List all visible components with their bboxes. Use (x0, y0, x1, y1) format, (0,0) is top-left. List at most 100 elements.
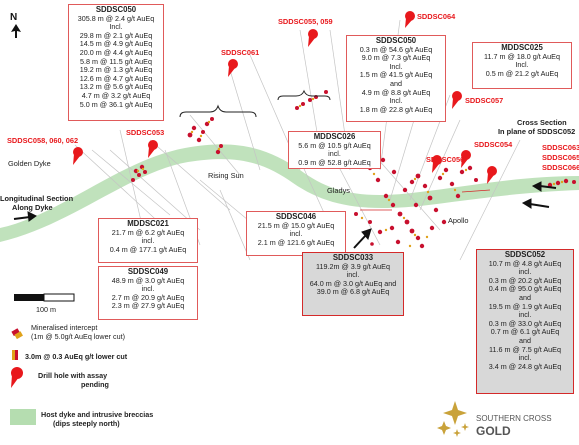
legend-lower-cut-icon (12, 350, 18, 360)
callout-row: and (519, 335, 531, 345)
callout-row: 2.3 m @ 27.9 g/t AuEq (111, 301, 185, 311)
callout-row: 20.0 m @ 4.4 g/t AuEq (79, 47, 153, 57)
drill-traces (74, 19, 521, 271)
callout-row: 39.0 m @ 6.8 g/t AuEq (316, 287, 390, 297)
label-longitudinal-section-1: Longitudinal Section (0, 194, 74, 203)
label-golden-dyke: Golden Dyke (8, 159, 51, 168)
callout-row: incl. (518, 310, 532, 320)
callout-row: 3.4 m @ 24.8 g/t AuEq (488, 361, 562, 371)
legend-dyke-line1: Host dyke and intrusive breccias (41, 410, 154, 419)
callout-row: 1.5 m @ 41.5 g/t AuEq (359, 70, 433, 80)
pin-sddsc056 (432, 155, 442, 173)
callout-title: SDDSC033 (332, 253, 374, 262)
callout-row: 0.3 m @ 54.6 g/t AuEq (359, 44, 433, 54)
pin-sddsc061 (228, 59, 238, 77)
callout-row: 0.7 m @ 6.1 g/t AuEq (490, 327, 560, 337)
label-cross-section-2: In plane of SDDSC052 (498, 127, 576, 136)
scale-label: 100 m (36, 305, 56, 314)
section-arrows (13, 181, 557, 249)
callout-row: 29.8 m @ 2.1 g/t AuEq (79, 30, 153, 40)
callout-row: 21.7 m @ 6.2 g/t AuEq (111, 227, 185, 237)
drill-hole-pins (73, 11, 497, 184)
callout-row: 2.1 m @ 121.6 g/t AuEq (257, 237, 335, 247)
callout-row: 14.5 m @ 4.9 g/t AuEq (79, 39, 153, 49)
label-sddsc066: SDDSC066 (542, 163, 579, 172)
label-gladys: Gladys (327, 186, 351, 195)
label-longitudinal-section-2: Along Dyke (12, 203, 53, 212)
legend-drill-line1: Drill hole with assay (38, 371, 108, 380)
pin-sddsc055 (308, 29, 318, 47)
callout-row: 0.5 m @ 21.2 g/t AuEq (485, 68, 559, 78)
callout-row: 0.4 m @ 95.0 g/t AuEq (488, 284, 562, 294)
callout-row: 5.0 m @ 36.1 g/t AuEq (79, 99, 153, 109)
legend-intercept-line2: (1m @ 5.0g/t AuEq lower cut) (31, 332, 125, 341)
callout-row: and (390, 78, 402, 88)
callout-title: SDDSC052 (504, 250, 546, 259)
callout-title: SDDSC050 (95, 5, 137, 14)
label-sddsc054: SDDSC054 (474, 140, 513, 149)
callout-row: 13.2 m @ 5.6 g/t AuEq (79, 82, 153, 92)
southern-cross-logo-icon (437, 401, 469, 437)
label-cross-section-1: Cross Section (517, 118, 567, 127)
callout-title: SDDSC046 (275, 212, 317, 221)
callout-row: incl. (518, 267, 532, 277)
callout-row: 11.7 m @ 18.0 g/t AuEq (484, 51, 560, 61)
callout-row: 9.0 m @ 7.3 g/t AuEq (361, 53, 431, 63)
label-rising-sun: Rising Sun (208, 171, 244, 180)
callout-row: 4.7 m @ 3.2 g/t AuEq (81, 90, 151, 100)
mineralised-intercepts (131, 90, 576, 249)
callout-row: incl. (289, 229, 303, 239)
callout-row: 5.8 m @ 11.5 g/t AuEq (80, 56, 152, 66)
callout-row: 12.6 m @ 4.7 g/t AuEq (79, 73, 153, 83)
callout-row: 21.5 m @ 15.0 g/t AuEq (257, 220, 335, 230)
callout-row: 11.6 m @ 7.5 g/t AuEq (489, 344, 561, 354)
legend-dyke-line2: (dips steeply north) (53, 419, 120, 428)
label-sddsc063: SDDSC063 (542, 143, 579, 152)
callout-title: MDDSC021 (127, 219, 169, 228)
label-apollo: Apollo (448, 216, 469, 225)
callout-title: MDDSC026 (313, 132, 356, 141)
callout-title: SDDSC049 (127, 267, 169, 276)
callout-row: incl. (518, 353, 532, 363)
legend-intercept-line1: Mineralised intercept (31, 323, 98, 332)
callout-row: incl. (346, 270, 360, 280)
callout-row: Incl. (515, 60, 529, 70)
callout-row: 0.4 m @ 177.1 g/t AuEq (109, 244, 187, 254)
callout-row: 48.9 m @ 3.0 g/t AuEq (111, 275, 185, 285)
host-dyke-band (0, 144, 579, 242)
label-sddsc064: SDDSC064 (417, 12, 456, 21)
callout-row: 305.8 m @ 2.4 g/t AuEq (77, 13, 155, 23)
callout-row: 119.2m @ 3.9 g/t AuEq (316, 261, 390, 271)
north-label: N (10, 12, 18, 23)
north-arrow-icon (11, 24, 21, 38)
callout-row: 2.7 m @ 20.9 g/t AuEq (111, 292, 185, 302)
callout-row: 0.3 m @ 20.2 g/t AuEq (488, 275, 562, 285)
label-sddsc065: SDDSC065 (542, 153, 579, 162)
legend-drill-pin-icon (11, 367, 23, 388)
legend-symbols (10, 328, 36, 425)
grouping-braces (179, 89, 331, 118)
label-sddsc061: SDDSC061 (221, 48, 260, 57)
legend-lower-cut-text: 3.0m @ 0.3 AuEq g/t lower cut (25, 352, 128, 361)
callout-row: incl. (141, 236, 155, 246)
label-sddsc057: SDDSC057 (465, 96, 504, 105)
callout-title: SDDSC050 (375, 36, 417, 45)
legend-intercept-icon (11, 328, 23, 340)
pin-sddsc054 (461, 150, 471, 168)
label-sddsc058-060-062: SDDSC058, 060, 062 (7, 136, 79, 145)
callout-row: 0.3 m @ 33.0 g/t AuEq (488, 318, 562, 328)
callout-row: 0.9 m @ 52.8 g/t AuEq (298, 157, 371, 167)
callout-row: Incl. (389, 61, 403, 71)
pin-sddsc058 (73, 147, 83, 165)
pin-sddsc053 (148, 140, 158, 158)
legend-dyke-swatch (10, 409, 36, 425)
callout-row: Incl. (389, 96, 403, 106)
logo-line1: SOUTHERN CROSS (476, 414, 552, 423)
